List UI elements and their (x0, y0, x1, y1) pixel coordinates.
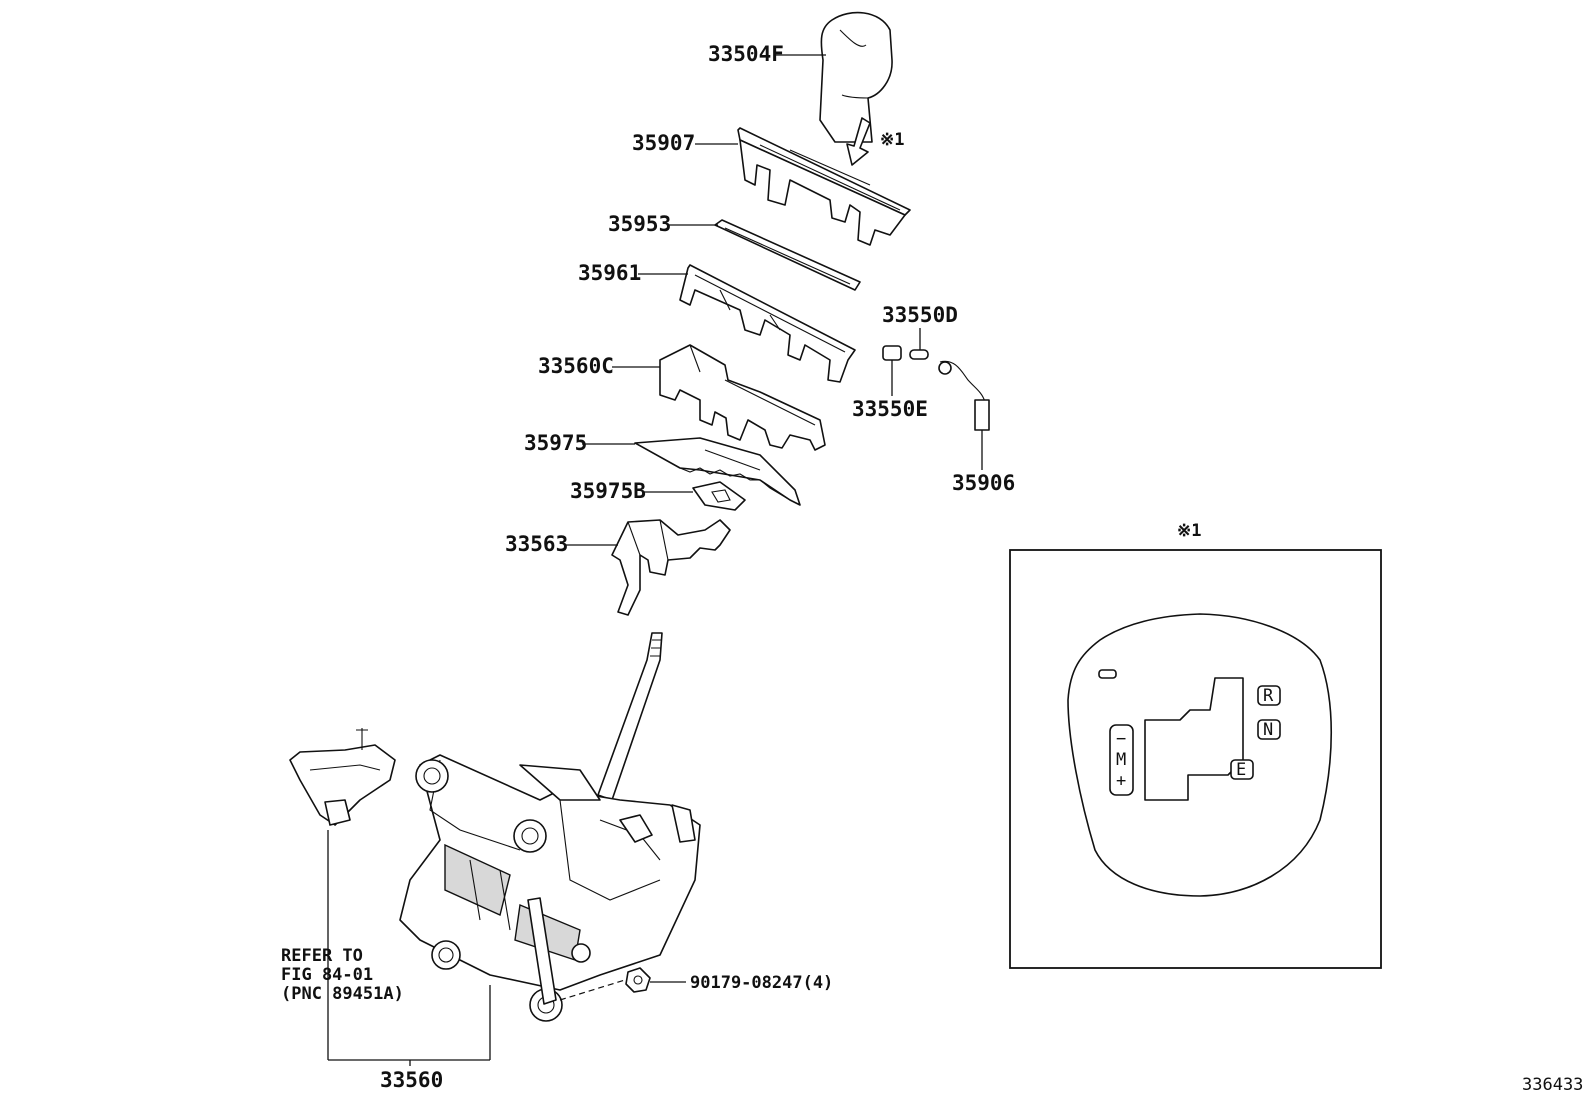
callout-35907: 35907 (632, 131, 695, 155)
shift-lever-bracket-drawing (611, 519, 731, 616)
slide-cover-sub-drawing (692, 481, 746, 511)
wire-harness-drawing (938, 360, 990, 470)
gate-e-label: E (1236, 760, 1246, 780)
reference-note-line-1: REFER TO (281, 946, 363, 966)
callout-35975: 35975 (524, 431, 587, 455)
callout-33560C: 33560C (538, 354, 614, 378)
bulb-socket-drawing (909, 328, 929, 360)
callout-nut: 90179-08247(4) (690, 973, 833, 993)
manual-plus-label: + (1116, 771, 1126, 791)
bulb-drawing (882, 345, 902, 396)
callout-35961: 35961 (578, 261, 641, 285)
slide-cover-drawing (634, 437, 801, 506)
callout-33550E: 33550E (852, 397, 928, 421)
gate-r-label: R (1263, 686, 1274, 706)
indicator-plate-drawing (714, 219, 861, 291)
reference-note-line-3: (PNC 89451A) (281, 984, 404, 1004)
down-arrow-mark: ※1 (846, 117, 904, 166)
shift-lever-assembly-drawing (399, 632, 701, 1022)
inset-panel: ※1 − M + R N E (1009, 521, 1382, 969)
indicator-housing-drawing (737, 127, 911, 246)
reference-note: REFER TO FIG 84-01 (PNC 89451A) (281, 946, 404, 1004)
nut-drawing (559, 967, 651, 1001)
shift-lock-cover-drawing (659, 344, 826, 451)
gate-n-label: N (1263, 720, 1273, 740)
manual-m-label: M (1116, 750, 1126, 770)
shift-knob-drawing (819, 11, 893, 143)
arrow-mark-label: ※1 (880, 130, 904, 150)
reference-note-line-2: FIG 84-01 (281, 965, 373, 985)
manual-minus-label: − (1116, 729, 1126, 749)
callout-33560: 33560 (380, 1068, 443, 1092)
callout-33550D: 33550D (882, 303, 958, 327)
callout-35953: 35953 (608, 212, 671, 236)
callout-33504F: 33504F (708, 42, 784, 66)
callout-33563: 33563 (505, 532, 568, 556)
callout-35906: 35906 (952, 471, 1015, 495)
figure-id: 336433 (1522, 1075, 1583, 1095)
console-wedge-drawing (289, 728, 396, 826)
callout-35975B: 35975B (570, 479, 646, 503)
indicator-bracket-drawing (679, 264, 856, 383)
inset-mark: ※1 (1177, 521, 1201, 541)
